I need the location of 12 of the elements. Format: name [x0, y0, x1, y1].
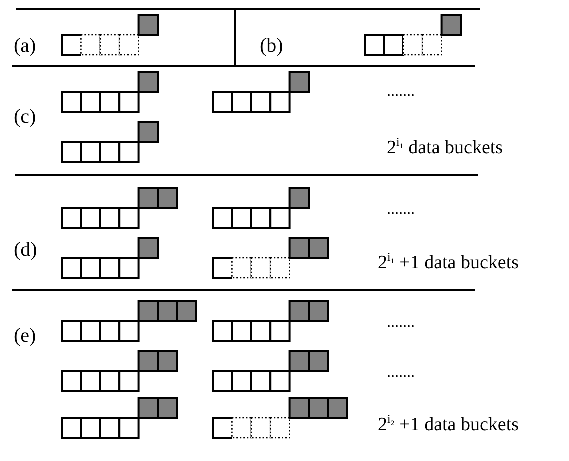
panel-label: (e)	[14, 326, 36, 346]
bucket-count-label: 2$^{i₁}$ data buckets	[387, 137, 504, 158]
panel-label: (b)	[260, 36, 284, 56]
panel-label: (a)	[14, 36, 36, 56]
panel-label: (c)	[14, 107, 36, 127]
ellipsis: .......	[387, 84, 415, 100]
panel-label: (d)	[14, 240, 38, 260]
ellipsis: .......	[387, 365, 415, 381]
bucket-count-label: 2$^{i₁}$ +1 data buckets	[378, 252, 520, 272]
bucket-count-label: 2$^{i₂}$ +1 data buckets	[378, 414, 520, 434]
ellipsis: .......	[387, 202, 415, 218]
ellipsis: .......	[387, 315, 415, 331]
